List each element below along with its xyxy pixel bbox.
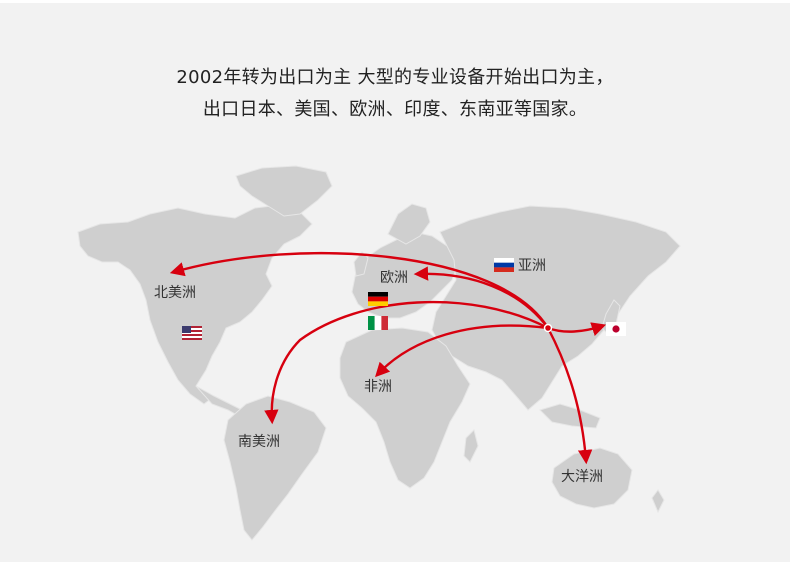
intro-line-1: 2002年转为出口为主 大型的专业设备开始出口为主， (176, 67, 614, 88)
export-routes (169, 251, 607, 465)
label-asia: 亚洲 (518, 258, 546, 274)
new-zealand-landmass (651, 489, 665, 514)
route-to-japan (547, 322, 607, 337)
label-africa: 非洲 (364, 379, 392, 395)
route-to-africa (375, 324, 549, 378)
route-to-europe (413, 266, 549, 329)
north-america-landmass (77, 204, 313, 405)
germany-flag (368, 292, 388, 306)
australia-landmass (551, 447, 633, 509)
route-to-south-america (264, 300, 549, 425)
label-south-america: 南美洲 (238, 434, 280, 450)
greenland-landmass (235, 165, 333, 217)
south-america-landmass (223, 395, 327, 541)
intro-line-2: 出口日本、美国、欧洲、印度、东南亚等国家。 (202, 99, 588, 120)
intro-text: 2002年转为出口为主 大型的专业设备开始出口为主， 出口日本、美国、欧洲、印度… (0, 62, 790, 126)
usa-flag (182, 326, 202, 340)
italy-flag (368, 316, 388, 330)
top-divider (0, 0, 790, 3)
russia-flag (494, 258, 514, 272)
origin-marker (543, 323, 553, 333)
route-to-oceania (546, 327, 593, 465)
label-oceania: 大洋洲 (561, 469, 603, 485)
japan-flag (606, 322, 626, 336)
southeast-asia-islands (539, 403, 601, 429)
label-europe: 欧洲 (380, 270, 408, 286)
asia-landmass (431, 205, 681, 411)
africa-landmass (339, 327, 471, 489)
scandinavia-landmass (387, 203, 431, 245)
label-north-america: 北美洲 (154, 285, 196, 301)
madagascar-landmass (463, 429, 479, 463)
